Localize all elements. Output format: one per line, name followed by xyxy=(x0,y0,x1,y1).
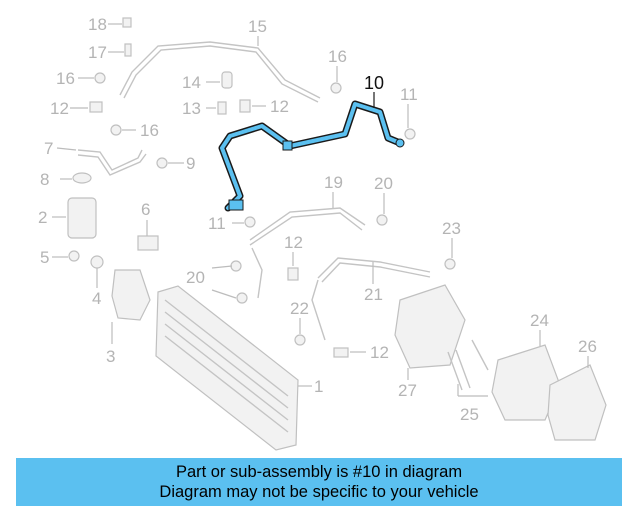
callout-16: 16 xyxy=(140,121,159,140)
cap-part-5 xyxy=(68,250,80,262)
callout-4: 4 xyxy=(92,289,101,308)
bolts-part-25 xyxy=(447,339,489,391)
callout-27: 27 xyxy=(398,381,417,400)
hose-part-15 xyxy=(119,41,321,103)
compressor-part-26 xyxy=(547,364,607,441)
callout-14: 14 xyxy=(182,73,201,92)
callout-16: 16 xyxy=(56,69,75,88)
seal-ring-part-8 xyxy=(72,172,92,184)
banner-part-line: Part or sub-assembly is #10 in diagram xyxy=(175,463,463,481)
callout-9: 9 xyxy=(186,154,195,173)
callout-26: 26 xyxy=(578,337,597,356)
bracket-part-6 xyxy=(137,235,159,251)
callout-19: 19 xyxy=(324,173,343,192)
callout-16: 16 xyxy=(328,47,347,66)
callout-6: 6 xyxy=(141,200,150,219)
callout-12: 12 xyxy=(370,343,389,362)
callout-17: 17 xyxy=(88,43,107,62)
callout-5: 5 xyxy=(40,248,49,267)
callout-1: 1 xyxy=(314,377,323,396)
callout-2: 2 xyxy=(38,208,47,227)
leader-lines xyxy=(52,23,589,397)
callout-18: 18 xyxy=(88,15,107,34)
callout-20: 20 xyxy=(186,268,205,287)
compressor-part-24 xyxy=(491,344,561,421)
banner-disclaimer-line: Diagram may not be specific to your vehi… xyxy=(159,483,479,501)
hose-part-19 xyxy=(249,207,366,299)
receiver-drier-part-2 xyxy=(67,197,97,239)
callout-22: 22 xyxy=(290,299,309,318)
hose-part-21 xyxy=(311,257,431,341)
small-parts xyxy=(89,17,456,358)
callout-21: 21 xyxy=(364,285,383,304)
mount-part-4 xyxy=(90,255,104,269)
callout-7: 7 xyxy=(44,139,53,158)
callout-10: 10 xyxy=(364,73,384,93)
callout-24: 24 xyxy=(530,311,549,330)
callout-11: 11 xyxy=(208,214,226,233)
callout-15: 15 xyxy=(248,17,267,36)
callout-8: 8 xyxy=(40,170,49,189)
condenser-part-1 xyxy=(155,285,299,451)
compressor-bracket-part-27 xyxy=(394,284,466,369)
mount-bracket-part-3 xyxy=(111,269,151,321)
callout-12: 12 xyxy=(270,97,289,116)
callout-13: 13 xyxy=(182,99,201,118)
callout-11: 11 xyxy=(400,85,418,104)
callout-20: 20 xyxy=(374,174,393,193)
callout-25: 25 xyxy=(460,405,479,424)
callout-3: 3 xyxy=(106,347,115,366)
hose-part-7 xyxy=(77,149,147,176)
callout-23: 23 xyxy=(442,219,461,238)
highlighted-hose-part-10[interactable] xyxy=(218,100,405,212)
info-banner: Part or sub-assembly is #10 in diagram D… xyxy=(16,458,622,506)
callout-12: 12 xyxy=(284,233,303,252)
parts-diagram: 18 15 17 16 16 12 14 13 12 10 11 16 7 9 … xyxy=(38,15,607,451)
callout-12: 12 xyxy=(50,99,69,118)
